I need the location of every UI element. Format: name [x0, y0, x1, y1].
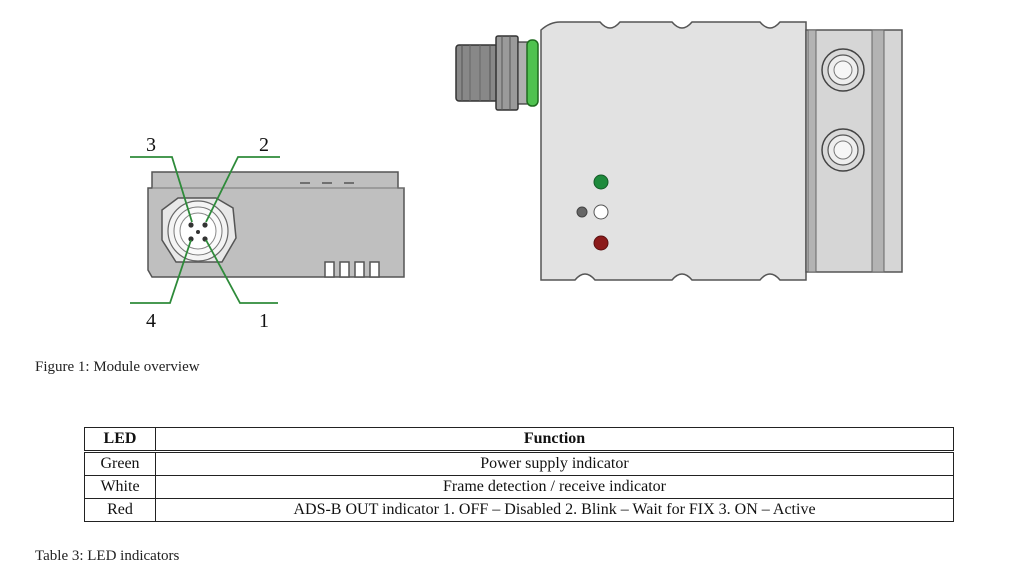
led-name-cell: Green — [84, 451, 156, 476]
front-screw-2 — [821, 128, 865, 172]
red-led-indicator — [593, 235, 609, 251]
led-indicator-table: LED Function Green Power supply indicato… — [84, 427, 954, 522]
led-name-cell: White — [84, 475, 156, 499]
pin-3-leader — [130, 156, 193, 223]
table-header-row: LED Function — [84, 427, 954, 452]
header-function: Function — [155, 427, 954, 452]
module-overview-figure: 3 2 4 1 — [130, 21, 903, 332]
header-led: LED — [84, 427, 156, 452]
pin-1-leader — [205, 239, 278, 304]
pin-4-leader — [130, 239, 192, 304]
pin-label-1: 1 — [259, 310, 269, 332]
pin-label-4: 4 — [146, 310, 156, 332]
figure-caption: Figure 1: Module overview — [35, 359, 200, 375]
led-function-cell: ADS-B OUT indicator 1. OFF – Disabled 2.… — [155, 498, 954, 522]
led-function-cell: Power supply indicator — [155, 451, 954, 476]
front-connector — [455, 35, 539, 111]
pin-2-leader — [205, 156, 280, 223]
led-name-cell: Red — [84, 498, 156, 522]
module-side-view: 3 2 4 1 — [130, 134, 405, 332]
table-row: White Frame detection / receive indicato… — [84, 475, 954, 499]
table-caption: Table 3: LED indicators — [35, 548, 180, 564]
green-led-indicator — [593, 174, 609, 190]
pin-label-3: 3 — [146, 134, 156, 156]
white-led-indicator — [593, 204, 609, 220]
front-screw-1 — [821, 48, 865, 92]
light-sensor-dot — [576, 206, 588, 218]
table-row: Red ADS-B OUT indicator 1. OFF – Disable… — [84, 498, 954, 522]
led-function-cell: Frame detection / receive indicator — [155, 475, 954, 499]
table-row: Green Power supply indicator — [84, 451, 954, 476]
connector-hex — [161, 197, 237, 263]
module-front-view — [455, 21, 903, 281]
pin-label-2: 2 — [259, 134, 269, 156]
